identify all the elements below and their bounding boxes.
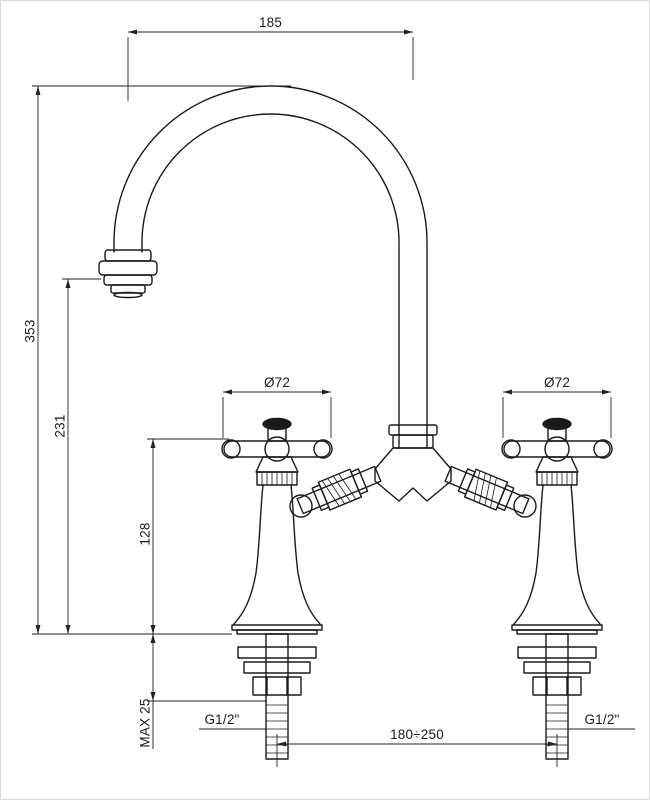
dim-diameter-right-label: Ø72 [544, 375, 570, 390]
left-handle-assembly [221, 417, 333, 635]
left-arm-ball-joint [289, 494, 313, 518]
dim-total-height-label: 353 [23, 319, 38, 342]
dim-thread-right-label: G1/2" [584, 712, 619, 727]
dim-max-deck-label: MAX 25 [138, 698, 153, 747]
dimension-arrowheads [35, 29, 611, 747]
dim-thread-left-label: G1/2" [204, 712, 239, 727]
dim-reach-label: 185 [259, 15, 282, 30]
central-body [374, 447, 452, 502]
dim-outlet-height-label: 231 [53, 414, 68, 437]
spout-gooseneck [113, 85, 428, 449]
dim-spacing-label: 180÷250 [390, 727, 444, 742]
dim-handle-height-label: 128 [138, 522, 153, 545]
dimension-labels: 185 353 231 128 MAX 25 Ø72 Ø72 180÷250 G… [23, 15, 620, 748]
left-bridge-arm [296, 465, 382, 515]
spout-coupling-nut [388, 424, 438, 449]
faucet-outline [98, 85, 613, 760]
right-bridge-arm [444, 465, 530, 515]
right-arm-ball-joint [513, 494, 537, 518]
right-handle-assembly [501, 417, 613, 635]
spout-nozzle [98, 249, 158, 299]
dim-diameter-left-label: Ø72 [264, 375, 290, 390]
dimension-lines [32, 31, 635, 767]
